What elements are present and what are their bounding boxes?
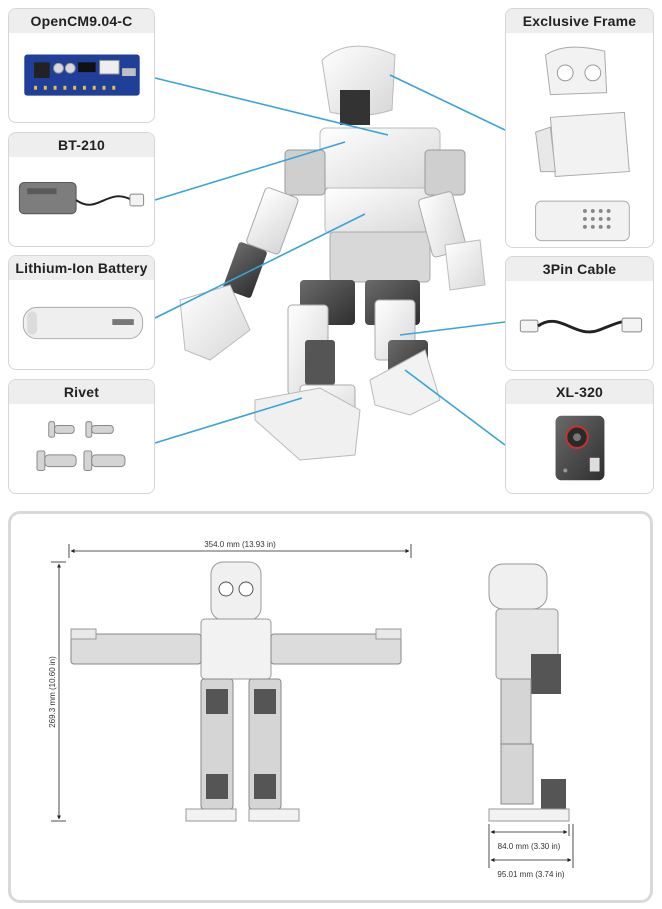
dimension-drawing: 354.0 mm (13.93 in) 269.3 mm (10.60 in) … xyxy=(48,540,574,879)
robot-overview-illustration xyxy=(154,45,506,461)
component-card-xl320: XL-320 xyxy=(505,379,654,494)
robot-figure xyxy=(179,45,486,461)
component-card-exclusive-frame: Exclusive Frame xyxy=(505,8,654,248)
controller-board-icon xyxy=(24,54,140,96)
servo-motor-icon xyxy=(555,415,605,481)
foot-depth-dimension-label: 84.0 mm (3.30 in) xyxy=(498,842,561,851)
leader-line-bt210 xyxy=(154,141,346,201)
component-title: OpenCM9.04-C xyxy=(9,9,154,33)
component-title: Lithium-Ion Battery xyxy=(9,256,154,280)
component-title: XL-320 xyxy=(506,380,653,404)
front-view-robot xyxy=(70,561,402,822)
leader-line-rivet xyxy=(154,397,303,444)
component-card-rivet: Rivet xyxy=(8,379,155,494)
leader-line-opencm xyxy=(154,77,389,136)
component-title: Exclusive Frame xyxy=(506,9,653,33)
component-card-battery: Lithium-Ion Battery xyxy=(8,255,155,370)
component-title: BT-210 xyxy=(9,133,154,157)
dimension-drawing-panel: 354.0 mm (13.93 in) 269.3 mm (10.60 in) … xyxy=(8,511,653,903)
rivet-icon xyxy=(36,421,126,471)
leader-line-cable xyxy=(399,321,506,336)
battery-icon xyxy=(22,306,144,340)
component-card-bt210: BT-210 xyxy=(8,132,155,247)
component-card-3pin-cable: 3Pin Cable xyxy=(505,256,654,371)
leader-line-frame xyxy=(389,74,506,131)
component-card-opencm: OpenCM9.04-C xyxy=(8,8,155,123)
leader-line-battery xyxy=(154,213,366,319)
width-dimension-label: 354.0 mm (13.93 in) xyxy=(204,540,276,549)
side-view-robot xyxy=(488,563,570,822)
component-title: 3Pin Cable xyxy=(506,257,653,281)
bluetooth-module-icon xyxy=(18,181,145,215)
component-title: Rivet xyxy=(9,380,154,404)
total-depth-dimension-label: 95.01 mm (3.74 in) xyxy=(497,870,564,879)
height-dimension-label: 269.3 mm (10.60 in) xyxy=(48,656,57,728)
cable-icon xyxy=(519,317,643,334)
leader-line-servo xyxy=(404,369,506,446)
frame-parts-icon xyxy=(535,46,630,242)
